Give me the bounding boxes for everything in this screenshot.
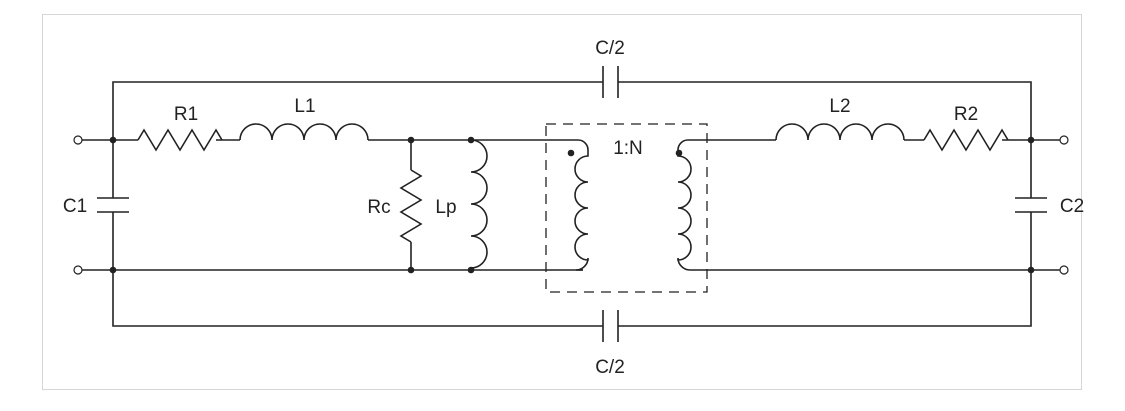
r1-label: R1	[174, 104, 198, 125]
lp-label: Lp	[435, 197, 456, 218]
diagram-frame	[42, 14, 1082, 390]
resistor-r2	[923, 128, 1009, 152]
resistor-r1	[137, 128, 223, 152]
bottom-capacitor-label: C/2	[595, 357, 625, 378]
l1-label: L1	[294, 96, 315, 117]
input-terminal-bottom	[73, 265, 83, 275]
capacitor-c2	[1015, 197, 1047, 213]
output-terminal-top	[1059, 135, 1069, 145]
junction-node	[467, 266, 475, 274]
secondary-polarity-dot	[675, 149, 683, 157]
junction-node	[1027, 136, 1035, 144]
output-terminal-bottom	[1059, 265, 1069, 275]
c1-label: C1	[63, 196, 87, 217]
turns-ratio-label: 1:N	[613, 138, 643, 159]
secondary-winding	[677, 139, 1031, 271]
rc-label: Rc	[367, 197, 390, 218]
inductor-l2	[775, 123, 905, 141]
junction-node	[407, 266, 415, 274]
junction-node	[109, 266, 117, 274]
inductor-lp	[470, 139, 488, 271]
inductor-l1	[239, 123, 369, 141]
top-bypass-wire	[112, 81, 1032, 140]
r2-label: R2	[954, 104, 978, 125]
input-leads	[82, 139, 113, 271]
output-leads	[1031, 139, 1060, 271]
c2-label: C2	[1060, 196, 1084, 217]
bottom-bypass-wire	[112, 270, 1032, 327]
junction-nodes	[109, 136, 1035, 274]
primary-winding	[574, 139, 589, 271]
input-terminal-top	[73, 135, 83, 145]
junction-node	[1027, 266, 1035, 274]
capacitor-c1	[97, 197, 129, 213]
primary-polarity-dot	[567, 149, 575, 157]
junction-node	[407, 136, 415, 144]
junction-node	[467, 136, 475, 144]
junction-node	[109, 136, 117, 144]
top-capacitor-c-half	[602, 66, 619, 98]
bottom-capacitor-c-half	[602, 310, 619, 342]
transformer-boundary	[545, 123, 708, 293]
top-capacitor-label: C/2	[595, 38, 625, 59]
resistor-rc	[399, 169, 423, 243]
l2-label: L2	[829, 96, 850, 117]
